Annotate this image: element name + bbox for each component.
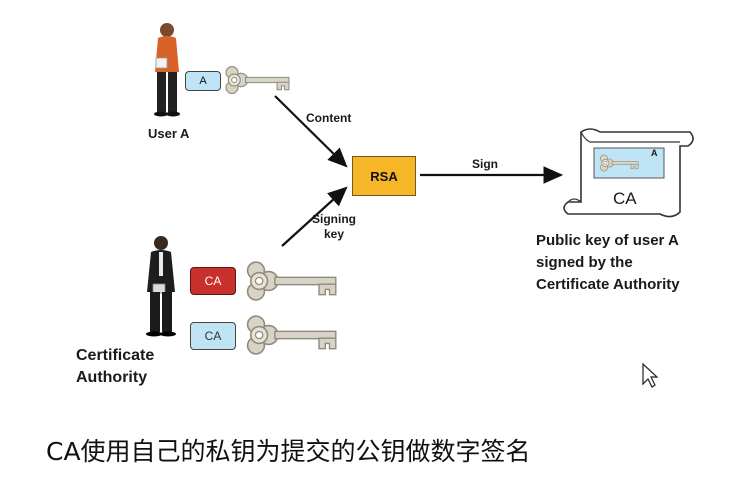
certificate-authority-label: Certificate Authority bbox=[76, 347, 155, 386]
person-ca-icon bbox=[146, 236, 176, 337]
user-a-key-tag: A bbox=[185, 71, 221, 91]
result-description: Public key of user A signed by the Certi… bbox=[536, 232, 680, 293]
signing-key-label: Signing key bbox=[312, 212, 356, 241]
caption: CA使用自己的私钥为提交的公钥做数字签名 bbox=[46, 437, 531, 466]
person-user-a-icon bbox=[154, 23, 180, 117]
mouse-cursor-icon bbox=[642, 362, 659, 388]
certificate-scroll-icon bbox=[563, 128, 694, 218]
content-arrow bbox=[274, 95, 348, 168]
ca-private-key-tag: CA bbox=[190, 267, 236, 295]
rsa-box: RSA bbox=[352, 156, 416, 196]
certificate-title: CA bbox=[613, 189, 637, 208]
user-a-label: User A bbox=[148, 126, 190, 141]
content-label: Content bbox=[306, 111, 352, 125]
signing-key-arrow bbox=[281, 186, 348, 247]
ca-public-key-tag: CA bbox=[190, 322, 236, 350]
certificate-key-tag: A bbox=[651, 148, 658, 158]
key-icon bbox=[246, 261, 337, 301]
key-icon bbox=[225, 65, 290, 95]
sign-label: Sign bbox=[472, 157, 498, 171]
key-icon bbox=[246, 315, 337, 355]
